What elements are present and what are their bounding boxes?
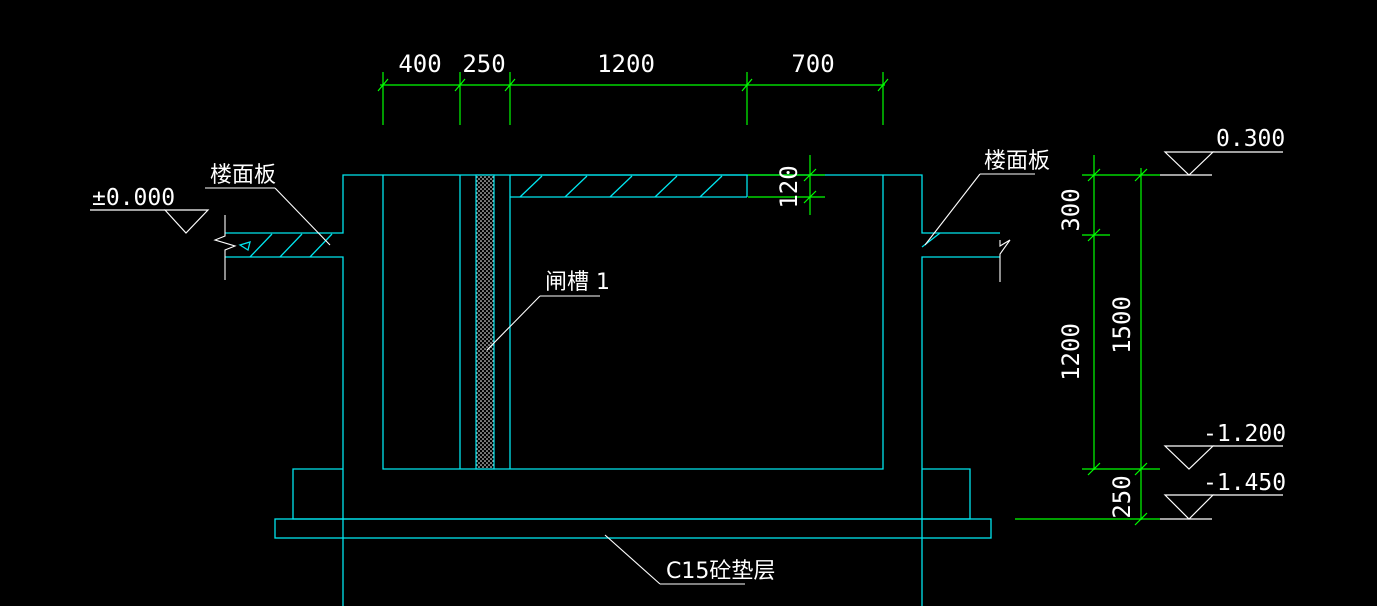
dim-slab-120: 120 [775, 165, 803, 208]
footing [292, 468, 971, 520]
triangle-elevation-icon [1160, 151, 1283, 176]
interior-slab-hatch [519, 175, 723, 198]
label-c15-cushion: C15砼垫层 [666, 559, 775, 584]
leader-lines [205, 173, 1035, 585]
dim-top-700: 700 [791, 50, 834, 78]
label-gate-slot: 闸槽 1 [545, 270, 610, 295]
triangle-elevation-icon [90, 209, 210, 234]
elevation-top-right: 0.300 [1216, 126, 1285, 152]
elevation-bottom: -1.450 [1203, 470, 1286, 496]
inner-chamber [382, 175, 884, 470]
left-floor-slab-hatch [238, 233, 333, 258]
dim-top-250: 250 [462, 50, 505, 78]
structure [225, 174, 1000, 606]
label-floor-slab-right: 楼面板 [984, 149, 1050, 174]
dim-top-400: 400 [398, 50, 441, 78]
dim-right-300: 300 [1057, 188, 1085, 231]
dim-right-250: 250 [1108, 475, 1136, 518]
dim-top-1200: 1200 [597, 50, 655, 78]
right-slab-diagonal [921, 232, 941, 248]
dim-right-1500: 1500 [1108, 296, 1136, 354]
elevation-markers [90, 151, 1283, 520]
triangle-elevation-icon [1163, 445, 1283, 470]
elevation-left: ±0.000 [92, 185, 175, 211]
triangle-elevation-icon [1160, 494, 1283, 520]
gate-slot-core [475, 174, 495, 470]
elevation-mid: -1.200 [1203, 421, 1286, 447]
dimension-lines [377, 72, 1160, 526]
c15-cushion-layer [274, 518, 992, 539]
label-floor-slab-left: 楼面板 [210, 163, 276, 188]
dim-right-1200: 1200 [1057, 323, 1085, 381]
break-line-icon [213, 215, 1011, 282]
